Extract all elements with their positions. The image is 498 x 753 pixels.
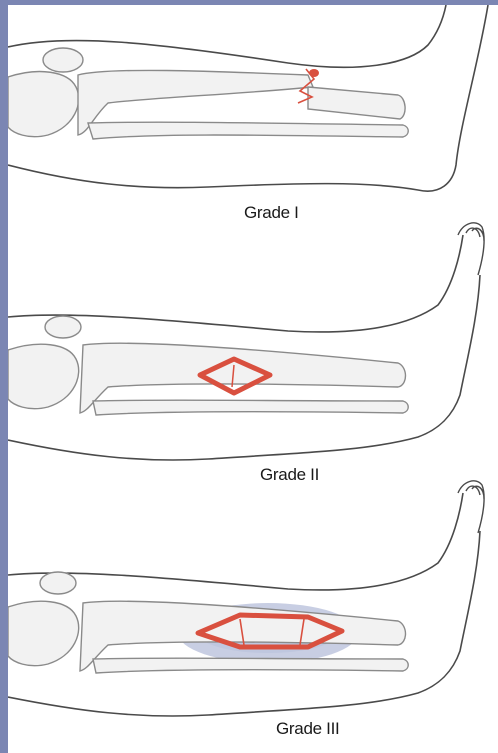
- fibula: [93, 400, 408, 415]
- toes: [458, 223, 484, 275]
- caption-grade-3: Grade III: [276, 719, 339, 739]
- illustration-frame: Grade I Grade II: [8, 5, 498, 753]
- leg-outline: [8, 493, 463, 590]
- wound-mark: [309, 69, 319, 77]
- panel-grade-2: Grade II: [8, 215, 498, 495]
- leg-outline: [8, 235, 463, 332]
- panel-grade-3: Grade III: [8, 475, 498, 753]
- femur-end: [8, 72, 79, 137]
- femur-end: [8, 601, 79, 665]
- toes: [458, 481, 484, 533]
- patella: [43, 48, 83, 72]
- leg-diagram-grade-2: [8, 215, 498, 495]
- fibula: [93, 658, 408, 673]
- patella: [40, 572, 76, 594]
- panel-grade-1: Grade I: [8, 5, 498, 245]
- leg-diagram-grade-3: [8, 475, 498, 753]
- fibula: [88, 122, 408, 139]
- tibia-distal: [308, 87, 405, 119]
- patella: [45, 316, 81, 338]
- femur-end: [8, 344, 79, 408]
